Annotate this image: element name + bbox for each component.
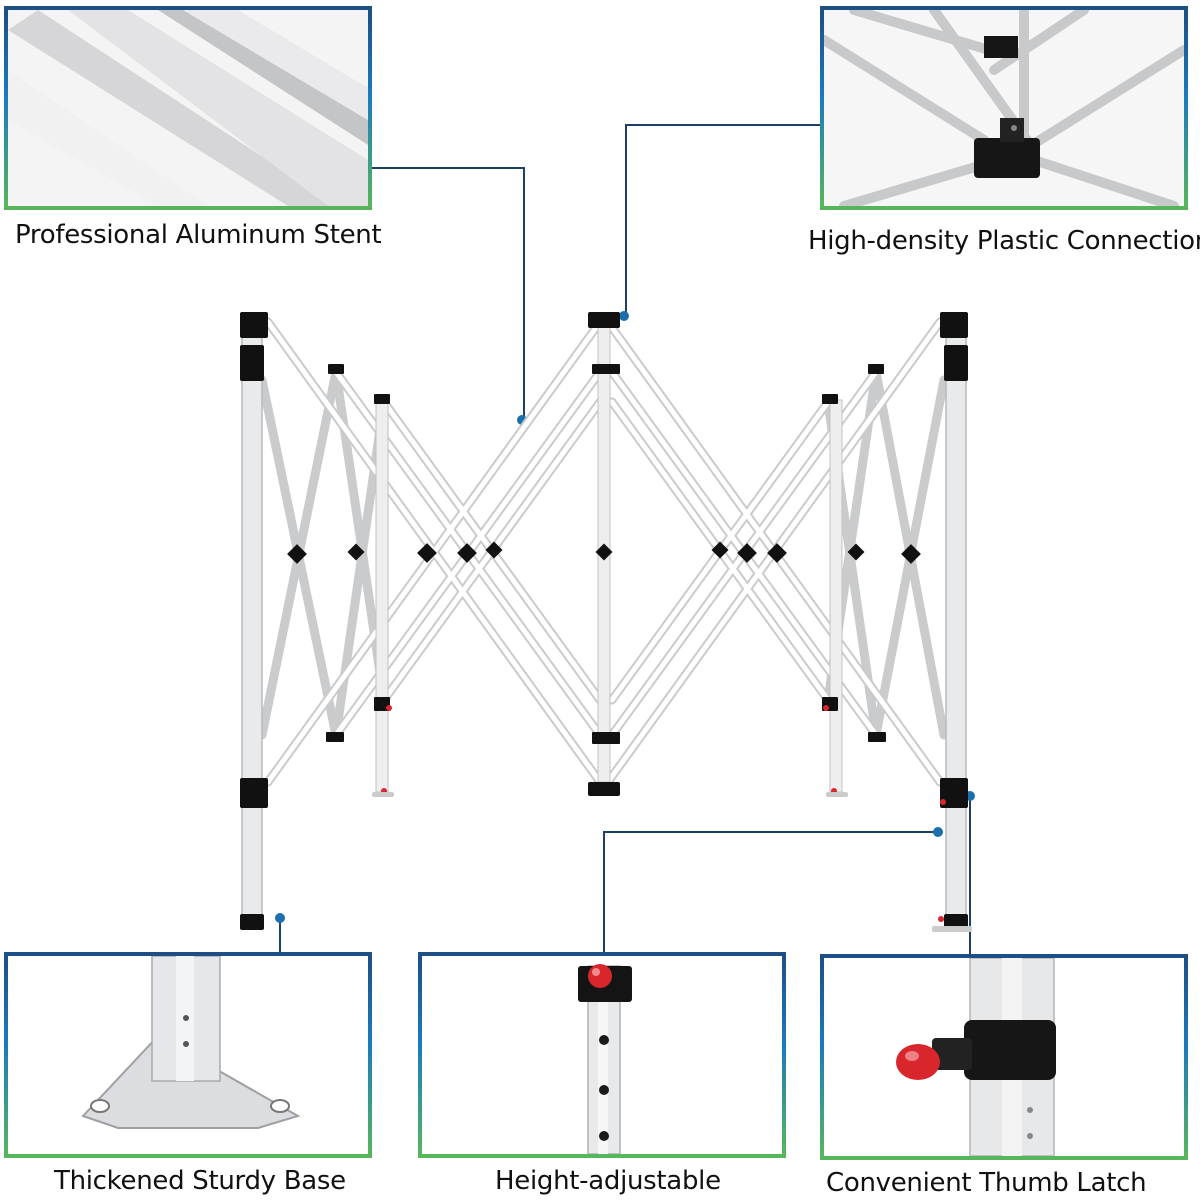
frame-latch-buttons: [381, 705, 946, 922]
sturdy-base-caption: Thickened Sturdy Base: [54, 1166, 346, 1196]
callout-lines: [279, 124, 971, 956]
aluminum-tube-photo-icon: [8, 10, 368, 206]
thumb-latch-caption: Convenient Thumb Latch: [826, 1168, 1147, 1198]
thumb-latch-panel: [820, 954, 1188, 1160]
aluminum-stent-panel: [4, 6, 372, 210]
base-plate-photo-icon: [8, 956, 368, 1154]
frame-feet: [372, 792, 972, 932]
plastic-connections-caption: High-density Plastic Connections: [808, 226, 1200, 256]
plastic-connector-photo-icon: [824, 10, 1184, 206]
sturdy-base-panel: [4, 952, 372, 1158]
plastic-connections-panel: [820, 6, 1188, 210]
aluminum-stent-caption: Professional Aluminum Stent: [15, 220, 382, 250]
thumb-latch-photo-icon: [824, 958, 1184, 1156]
height-adjustable-caption: Height-adjustable: [495, 1166, 721, 1196]
height-adjustable-panel: [418, 952, 786, 1158]
adjustable-leg-photo-icon: [422, 956, 782, 1154]
